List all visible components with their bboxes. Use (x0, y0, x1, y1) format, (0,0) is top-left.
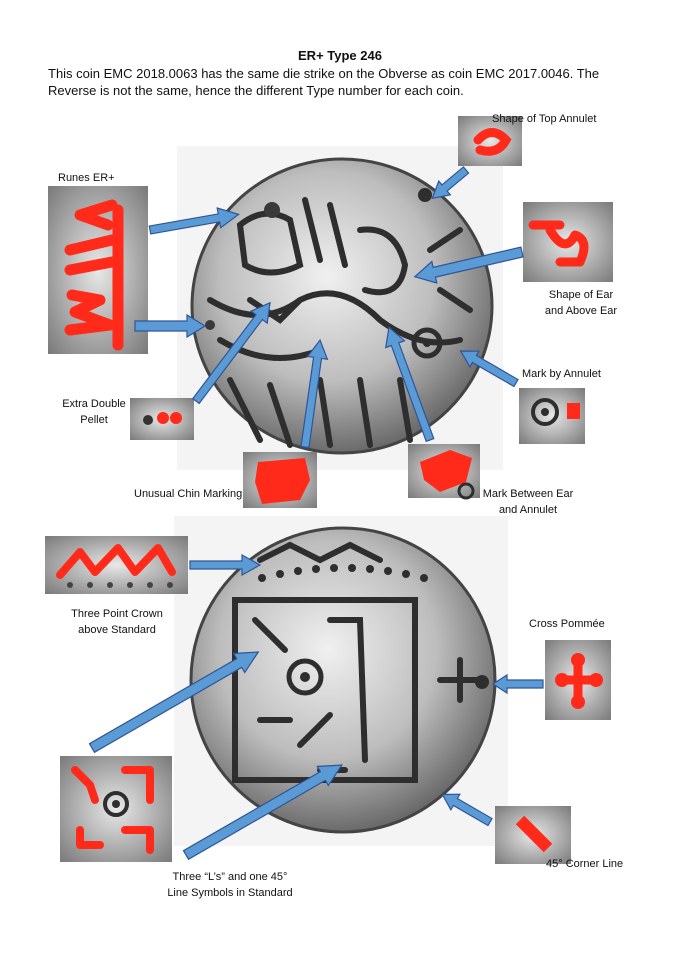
label-ear-line1: Shape of Ear (548, 289, 614, 301)
label-between: Mark Between Ear and Annulet (482, 486, 574, 518)
crown-crop (45, 536, 188, 594)
corner-line-crop (495, 806, 571, 864)
arrow-double-pellet (191, 301, 271, 405)
arrow-corner (441, 793, 493, 827)
ear-crop (523, 202, 613, 282)
intro-paragraph: This coin EMC 2018.0063 has the same die… (48, 66, 600, 98)
label-crown-line2: above Standard (78, 624, 156, 636)
label-cross: Cross Pommée (529, 618, 605, 630)
top-annulet-crop (458, 116, 522, 166)
chin-crop (243, 452, 317, 508)
label-corner: 45° Corner Line (546, 858, 624, 870)
label-ear: Shape of Ear and Above Ear (540, 287, 622, 319)
label-double-pellet-line1: Extra Double (62, 398, 126, 410)
label-symbols: Three “L’s” and one 45° Line Symbols in … (160, 869, 300, 901)
label-ear-line2: and Above Ear (544, 305, 618, 317)
arrow-cross (491, 673, 544, 695)
standard-symbols-crop (60, 756, 172, 862)
cross-crop (545, 640, 611, 720)
arrow-chin (300, 338, 329, 449)
label-mark-annulet: Mark by Annulet (522, 368, 601, 380)
arrow-ear (413, 246, 524, 284)
arrows (88, 166, 544, 861)
label-double-pellet: Extra Double Pellet (58, 396, 130, 428)
arrow-crown (189, 553, 262, 577)
label-top-annulet: Shape of Top Annulet (492, 113, 597, 125)
arrow-symbols-lower (182, 764, 344, 861)
label-between-line2: and Annulet (498, 504, 558, 516)
label-double-pellet-line2: Pellet (80, 414, 108, 426)
reverse-coin (174, 516, 508, 846)
label-crown: Three Point Crown above Standard (62, 606, 172, 638)
page-title: ER+ Type 246 (298, 48, 382, 63)
between-crop (408, 444, 480, 500)
obverse-coin (177, 146, 503, 470)
arrow-symbols-upper (88, 651, 260, 754)
arrow-runes-top (148, 207, 240, 235)
arrow-runes-bottom (134, 313, 207, 339)
label-symbols-line1: Three “L’s” and one 45° (172, 871, 288, 883)
label-crown-line1: Three Point Crown (71, 608, 163, 620)
mark-annulet-crop (519, 388, 585, 444)
label-between-line1: Mark Between Ear (482, 488, 574, 500)
runes-crop (48, 186, 148, 354)
label-runes: Runes ER+ (58, 172, 115, 184)
arrow-top-annulet (431, 166, 470, 200)
arrow-mark-annulet (459, 350, 519, 388)
label-chin: Unusual Chin Marking (134, 488, 243, 500)
label-symbols-line2: Line Symbols in Standard (167, 887, 293, 899)
arrow-between (384, 326, 435, 443)
double-pellet-crop (130, 398, 194, 440)
